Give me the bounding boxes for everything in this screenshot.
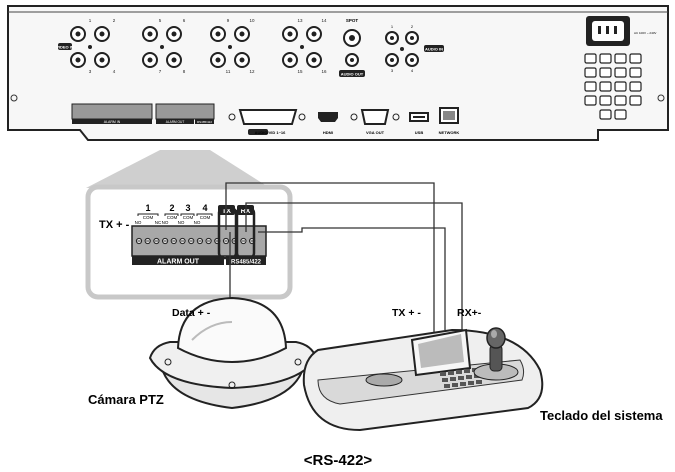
svg-text:HDMI: HDMI	[323, 130, 333, 135]
svg-text:NO: NO	[135, 220, 142, 225]
dvr-rear-panel: 1 2 3 4 5 6 7 8 9 10 11 12 13 14 15 16 V…	[8, 6, 668, 140]
svg-text:AUDIO IN: AUDIO IN	[425, 47, 443, 52]
svg-text:VIDEO IN: VIDEO IN	[56, 45, 74, 50]
svg-text:COM: COM	[200, 215, 211, 220]
svg-text:NO: NO	[194, 220, 201, 225]
svg-text:14: 14	[321, 18, 327, 23]
svg-text:12: 12	[249, 69, 255, 74]
data-wire-label: Data + -	[172, 307, 211, 319]
svg-text:11: 11	[226, 69, 231, 74]
svg-text:NETWORK: NETWORK	[439, 130, 460, 135]
svg-text:ALARM OUT: ALARM OUT	[157, 259, 200, 266]
diagram-caption: <RS-422>	[304, 452, 373, 469]
network-port: NETWORK	[439, 108, 460, 135]
svg-text:AC 100V ~ 240V: AC 100V ~ 240V	[634, 31, 656, 35]
svg-text:15: 15	[297, 69, 303, 74]
svg-text:COM: COM	[143, 215, 154, 220]
keyboard-rx-label: RX+-	[457, 307, 482, 319]
jog-dial-icon	[366, 374, 402, 386]
keyboard-tx-label: TX + -	[392, 307, 421, 319]
system-keyboard	[304, 328, 543, 430]
alarm-in-terminal: ALARM IN	[72, 104, 152, 124]
svg-text:10: 10	[249, 18, 255, 23]
camera-label: Cámara PTZ	[88, 392, 164, 407]
svg-text:RS485/422: RS485/422	[197, 120, 212, 124]
svg-text:NO: NO	[178, 220, 185, 225]
alarm-out-terminal-small: ALARM OUT RS485/422	[156, 104, 214, 124]
svg-text:ALARM IN: ALARM IN	[104, 120, 121, 124]
svg-text:3: 3	[185, 203, 190, 213]
svg-text:NO: NO	[162, 220, 169, 225]
svg-text:USB: USB	[415, 130, 424, 135]
svg-text:4: 4	[202, 203, 207, 213]
svg-text:SPOT: SPOT	[346, 18, 359, 23]
svg-text:16: 16	[321, 69, 327, 74]
svg-text:RS485/422: RS485/422	[231, 260, 262, 266]
video-in-tag: VIDEO IN	[56, 43, 74, 50]
svg-text:AUDIO OUT: AUDIO OUT	[341, 72, 364, 77]
svg-text:VGA OUT: VGA OUT	[366, 130, 385, 135]
svg-text:AUDIO/VID 1~16: AUDIO/VID 1~16	[255, 130, 287, 135]
keyboard-label: Teclado del sistema	[540, 408, 663, 423]
svg-text:1: 1	[145, 203, 150, 213]
svg-text:13: 13	[297, 18, 303, 23]
svg-text:2: 2	[169, 203, 174, 213]
svg-text:ALARM OUT: ALARM OUT	[166, 120, 185, 124]
svg-text:TX + -: TX + -	[99, 219, 130, 231]
